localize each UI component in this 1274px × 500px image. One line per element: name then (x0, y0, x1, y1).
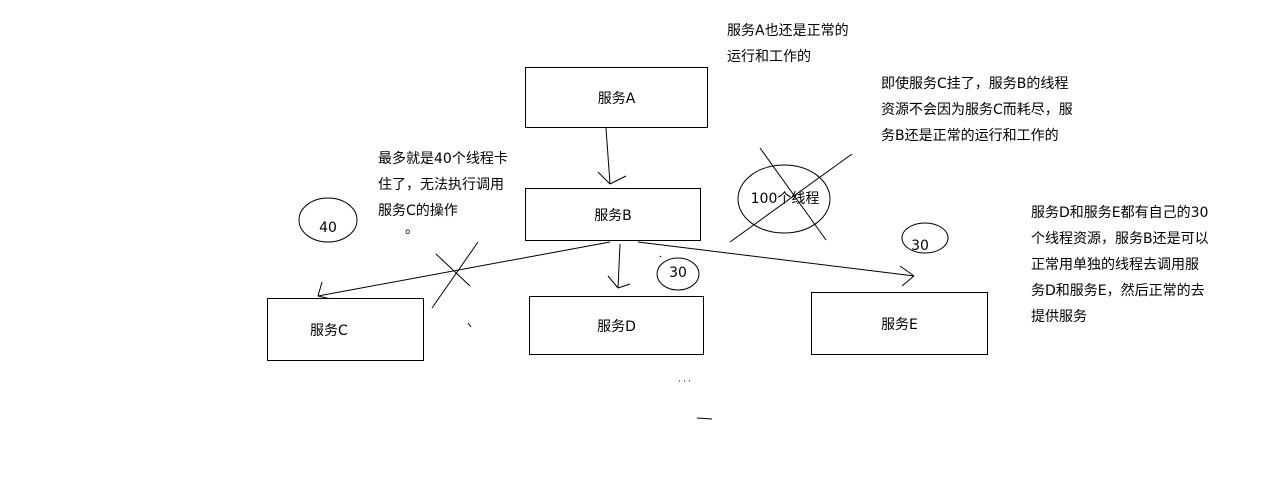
thread-pool-ellipse-d (656, 257, 700, 291)
thread-count-d: 30 (669, 265, 687, 281)
cross-mark-b-to-c (431, 241, 479, 309)
thread-pool-ellipse-c (298, 197, 358, 243)
arrow-b-to-c (317, 241, 611, 303)
service-a-box: 服务A (525, 67, 708, 128)
thread-count-b: 100个线程 (750, 191, 820, 207)
thread-count-e: 30 (911, 238, 929, 254)
stray-marks (467, 255, 713, 420)
service-d-label: 服务D (597, 318, 636, 335)
thread-pool-ellipse-b (737, 164, 831, 234)
note-services-d-e: 服务D和服务E都有自己的30 个线程资源，服务B还是可以 正常用单独的线程去调用… (1031, 205, 1209, 325)
note-dot: 。 (405, 221, 419, 237)
service-a-label: 服务A (597, 90, 636, 107)
service-d-box: 服务D (529, 296, 704, 355)
arrow-a-to-b (597, 127, 627, 185)
service-c-box: 服务C (267, 298, 424, 361)
thread-pool-ellipse-e (901, 222, 949, 254)
note-service-a: 服务A也还是正常的 运行和工作的 (727, 23, 849, 65)
service-e-label: 服务E (881, 316, 918, 333)
arrow-b-to-e (637, 241, 915, 287)
arrow-b-to-d (607, 243, 631, 289)
service-e-box: 服务E (811, 292, 988, 355)
service-b-label: 服务B (594, 207, 632, 224)
thread-count-c: 40 (319, 220, 337, 236)
service-c-label: 服务C (310, 322, 348, 339)
note-service-c-blocked: 最多就是40个线程卡 住了，无法执行调用 服务C的操作 (378, 151, 508, 219)
note-service-b-resources: 即使服务C挂了，服务B的线程 资源不会因为服务C而耗尽，服 务B还是正常的运行和… (881, 76, 1073, 144)
cross-mark-thread-pool (729, 147, 853, 243)
service-b-box: 服务B (525, 188, 701, 241)
